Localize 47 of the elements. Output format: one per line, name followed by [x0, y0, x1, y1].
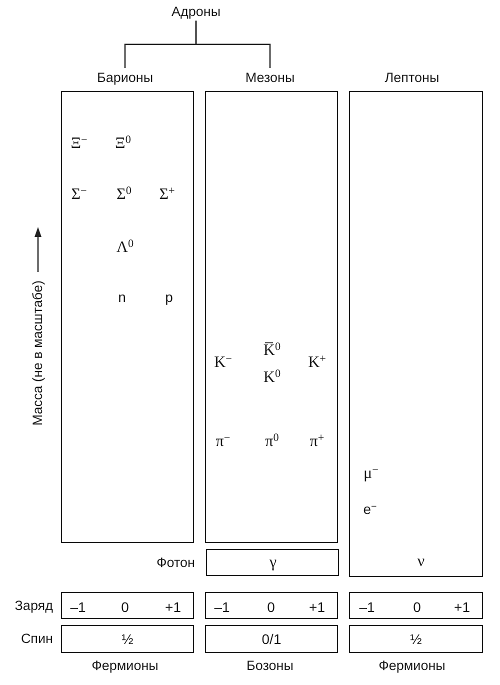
particle-symbol: ν — [417, 552, 425, 572]
particle-symbol: Σ$^{0}$ — [116, 186, 132, 204]
column-heading: Лептоны — [384, 70, 440, 86]
particle-symbol: π$^{−}$ — [216, 432, 230, 452]
particle-symbol: Σ$^{−}$ — [71, 186, 87, 204]
particle-symbol: n — [118, 288, 126, 306]
charge-value: –1 — [214, 598, 230, 616]
particle-symbol: K$^{+}$ — [308, 354, 326, 372]
spin-box: 0/1 — [205, 625, 338, 653]
particle-symbol: Ξ$^{−}$ — [70, 134, 88, 154]
group-heading: Адроны — [171, 4, 221, 20]
charge-box — [205, 592, 338, 619]
particle-symbol: π$^{0}$ — [265, 432, 279, 452]
charge-value: 0 — [267, 598, 275, 616]
particle-symbol: π$^{+}$ — [310, 432, 324, 452]
particle-symbol: K$^{0}$ — [263, 368, 281, 388]
charge-box — [61, 592, 194, 619]
charge-value: –1 — [70, 598, 86, 616]
particle-symbol: Ξ$^{0}$ — [115, 134, 131, 154]
particle-symbol: γ — [269, 554, 277, 572]
charge-value: –1 — [359, 598, 375, 616]
axis-label: Масса (не в масштабе) — [30, 280, 46, 426]
column-heading: Барионы — [96, 70, 154, 86]
particle-symbol: K̅$^{0}$ — [263, 342, 281, 360]
charge-box — [349, 592, 483, 619]
charge-value: 0 — [413, 598, 421, 616]
column-heading: Мезоны — [245, 70, 295, 86]
particle-symbol: e$^{−}$ — [363, 500, 377, 518]
charge-value: +1 — [454, 598, 470, 616]
particle-symbol: Σ$^{+}$ — [159, 186, 175, 204]
spin-box: ½ — [349, 625, 483, 653]
particle-symbol: Λ$^{0}$ — [116, 238, 134, 258]
row-label: Заряд — [14, 598, 53, 614]
particle-symbol: μ$^{−}$ — [364, 464, 378, 484]
particle-symbol: p — [165, 288, 173, 306]
column-label: Фермионы — [378, 658, 446, 674]
side-label: Фотон — [156, 555, 195, 571]
particle-symbol: K$^{−}$ — [214, 354, 232, 372]
charge-value: 0 — [121, 598, 129, 616]
particle-box — [206, 549, 339, 576]
column-label: Фермионы — [92, 658, 158, 674]
charge-value: +1 — [309, 598, 325, 616]
row-label: Спин — [20, 631, 53, 647]
column-label: Бозоны — [246, 658, 294, 674]
spin-box: ½ — [61, 625, 194, 653]
charge-value: +1 — [165, 598, 181, 616]
connector-line — [195, 20, 271, 68]
